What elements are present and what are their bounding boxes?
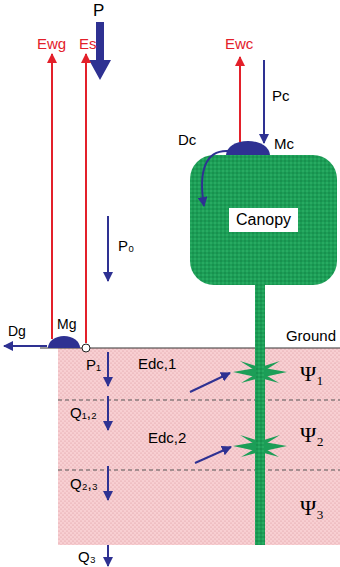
flux-label: Q₂,₃ [70, 476, 98, 493]
soil-evaporation-point [82, 344, 90, 352]
flux-label: Edc,1 [138, 356, 176, 373]
flux-label: Es [79, 36, 97, 53]
ground-label: Ground [286, 328, 336, 345]
canopy-shape [190, 155, 337, 285]
flux-arrows [4, 54, 264, 566]
canopy-label: Canopy [229, 208, 298, 232]
soil-layer: Ψ₂ [58, 400, 340, 470]
store-label: Mc [274, 136, 294, 153]
flux-label: P₀ [118, 238, 134, 255]
soil-layer-label: Ψ₁ [300, 361, 324, 387]
flux-label: Ewg [37, 36, 66, 53]
flux-label: Q₁,₂ [70, 405, 97, 422]
flux-label: Dc [178, 132, 196, 149]
tree-roots [233, 361, 287, 457]
soil-layer-label: Ψ₂ [300, 422, 324, 448]
precipitation-label: P [93, 2, 104, 21]
flux-label: P₁ [86, 357, 101, 374]
store-label: Mg [57, 317, 76, 332]
layer-boundary [58, 470, 340, 471]
soil-layer-label: Ψ₃ [300, 495, 324, 521]
flux-label: Pc [272, 88, 290, 105]
canopy-store [226, 141, 270, 155]
flux-label: Q₃ [78, 549, 96, 566]
flux-label: Dg [8, 324, 26, 339]
soil-ground [58, 348, 340, 545]
layer-boundary [58, 400, 340, 401]
flux-label: Edc,2 [148, 430, 186, 447]
canopy-box: Canopy [190, 155, 337, 285]
soil-layer: Ψ₃ [58, 470, 340, 545]
tree-trunk [255, 278, 265, 545]
flux-label: Ewc [225, 36, 253, 53]
soil-layer: Ψ₁ [58, 348, 340, 400]
